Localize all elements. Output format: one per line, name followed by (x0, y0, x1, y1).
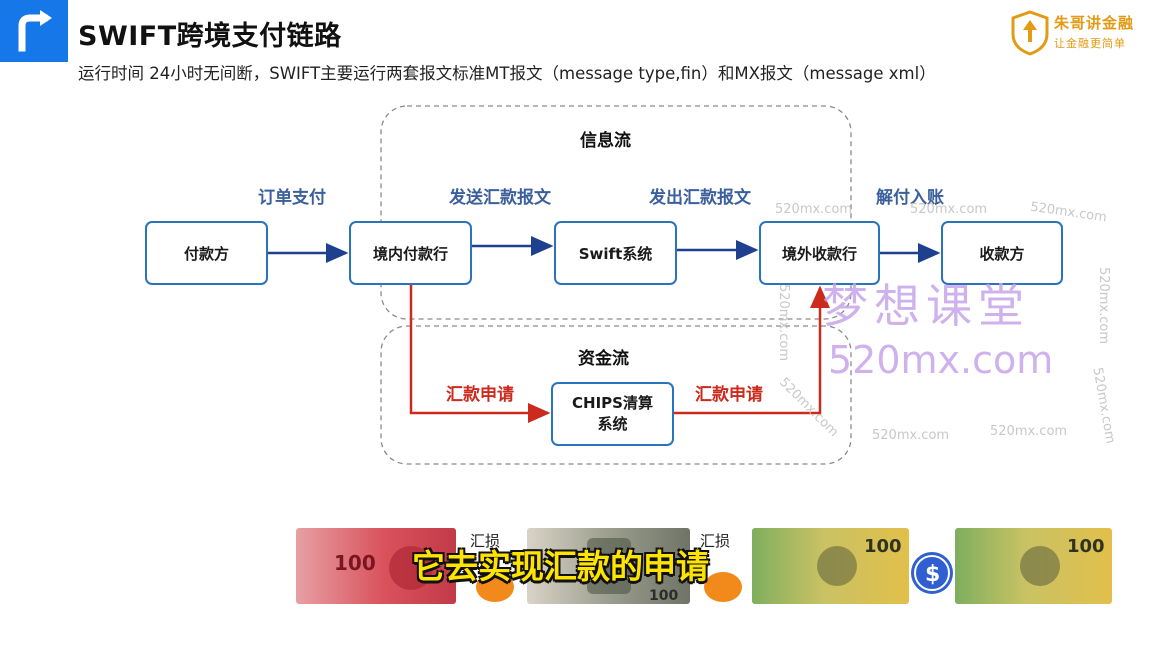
watermark-text: 520mx.com (872, 428, 950, 443)
svg-text:100: 100 (334, 551, 376, 575)
brand-slogan: 让金融更简单 (1054, 37, 1126, 50)
aud-banknote: 100 (955, 528, 1112, 604)
watermark-url: 520mx.com (828, 338, 1054, 382)
label-send-remittance-msg: 发送汇款报文 (449, 188, 551, 208)
video-subtitle: 它去实现汇款的申请 (411, 546, 710, 587)
arrow-chips-to-foreign (674, 285, 830, 415)
svg-text:100: 100 (864, 536, 902, 557)
svg-text:100: 100 (649, 588, 678, 604)
fund-flow-group (380, 325, 852, 465)
watermark-text: 520mx.com (990, 424, 1068, 439)
svg-text:100: 100 (1067, 536, 1105, 557)
node-payer: 付款方 (145, 221, 268, 285)
watermark-text: 520mx.com (910, 202, 988, 217)
page-subtitle: 运行时间 24小时无间断，SWIFT主要运行两套报文标准MT报文（message… (78, 64, 936, 83)
node-chips-line1: CHIPS清算 (572, 394, 653, 412)
app-logo (0, 0, 68, 62)
watermark-brand: 梦想课堂 (822, 279, 1030, 333)
label-order-payment: 订单支付 (258, 188, 326, 208)
node-domestic-bank: 境内付款行 (349, 221, 472, 285)
exchange-label: 汇损 (470, 532, 501, 550)
cny-banknote: 100 (296, 528, 456, 604)
aud-banknote: 100 (752, 528, 909, 604)
arrow-domestic-to-chips (409, 284, 551, 423)
usd-banknote: 100 (527, 528, 690, 604)
fund-flow-title: 资金流 (578, 349, 629, 369)
watermark-text: 520mx.com (776, 283, 792, 362)
shield-icon (1011, 10, 1049, 56)
node-swift: Swift系统 (554, 221, 677, 285)
info-flow-title: 信息流 (580, 131, 631, 151)
dollar-icon: $ (911, 552, 953, 594)
watermark-text: 520mx.com (775, 202, 853, 217)
label-issue-remittance-msg: 发出汇款报文 (649, 188, 751, 208)
node-payee: 收款方 (941, 221, 1063, 285)
page-title: SWIFT跨境支付链路 (78, 21, 342, 52)
brand-name: 朱哥讲金融 (1054, 14, 1135, 32)
label-remit-request-right: 汇款申请 (695, 385, 763, 405)
node-chips: CHIPS清算 系统 (551, 382, 674, 446)
svg-text:$: $ (925, 562, 940, 587)
label-settle-to-account: 解付入账 (876, 188, 944, 208)
exchange-coin-icon (704, 572, 742, 602)
node-chips-line2: 系统 (597, 415, 628, 433)
watermark-text: 520mx.com (1096, 266, 1112, 345)
node-foreign-bank: 境外收款行 (759, 221, 880, 285)
info-flow-group (380, 105, 852, 320)
exchange-coin-icon (476, 572, 514, 602)
label-remit-request-left: 汇款申请 (446, 385, 514, 405)
exchange-label: 汇损 (700, 532, 731, 550)
brand-logo: 朱哥讲金融 让金融更简单 (1010, 10, 1133, 58)
